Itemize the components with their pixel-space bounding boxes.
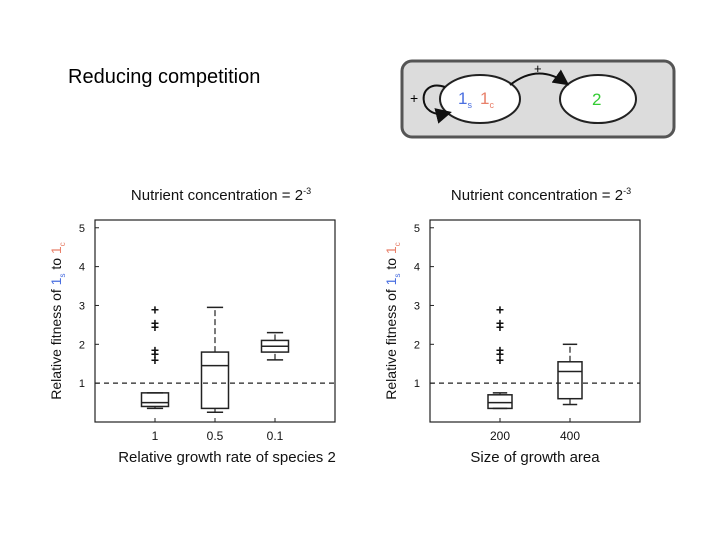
outlier-marker: +: [151, 301, 159, 317]
y-tick-label: 2: [414, 339, 420, 351]
outlier-marker: +: [151, 352, 159, 368]
x-axis-label: Relative growth rate of species 2: [118, 449, 336, 466]
y-label-1s-sub: s: [393, 274, 402, 278]
node-1-circle: [439, 74, 521, 124]
self-loop-sign: +: [410, 90, 418, 106]
box-200: ++++++: [487, 301, 513, 410]
chart-title-text: Nutrient concentration = 2: [451, 187, 623, 204]
outlier-marker: +: [151, 319, 159, 335]
y-tick-label: 3: [414, 300, 420, 312]
y-tick-label: 1: [414, 378, 420, 390]
chart-title: Nutrient concentration = 2-3: [451, 186, 631, 204]
plot-frame: [429, 219, 641, 423]
y-label-to: to: [383, 254, 399, 273]
x-axis-label: Size of growth area: [470, 449, 600, 466]
iqr-box: [557, 361, 583, 400]
y-tick-label: 1: [79, 378, 85, 390]
outlier-marker: +: [496, 346, 504, 362]
chart-title-text: Nutrient concentration = 2: [131, 187, 303, 204]
node-2-circle: [559, 74, 637, 124]
node-2-label: 2: [592, 90, 601, 109]
y-label-1c-sub: c: [58, 242, 67, 246]
outlier-marker: +: [151, 315, 159, 331]
outlier-marker: +: [496, 342, 504, 358]
y-label-1c: 1: [383, 246, 399, 254]
iqr-box: [487, 394, 513, 410]
node-1c-label: 1c: [480, 89, 494, 110]
y-label-1c: 1: [48, 246, 64, 254]
chart-title: Nutrient concentration = 2-3: [131, 186, 311, 204]
chart-relative-growth: Nutrient concentration = 2-312345++++++1…: [48, 186, 336, 466]
y-tick-label: 5: [79, 223, 85, 235]
y-tick-label: 2: [79, 339, 85, 351]
y-label-text: Relative fitness of: [383, 285, 399, 399]
outlier-marker: +: [496, 301, 504, 317]
competition-arrow: [509, 69, 570, 86]
arrow-sign: +: [534, 61, 542, 76]
outlier-marker: +: [496, 352, 504, 368]
interaction-diagram: + + 1s 1c 2: [400, 59, 676, 139]
node-1s-label: 1s: [458, 89, 472, 110]
box-0.1: [260, 331, 290, 361]
y-tick-label: 3: [79, 300, 85, 312]
y-label-1s: 1: [383, 277, 399, 285]
iqr-box: [140, 392, 170, 408]
x-tick-label: 0.1: [267, 429, 284, 443]
x-tick-label: 0.5: [207, 429, 224, 443]
y-label-to: to: [48, 254, 64, 273]
outlier-marker: +: [496, 319, 504, 335]
x-tick-label: 1: [152, 429, 159, 443]
y-axis-label: Relative fitness of 1s to 1c: [48, 242, 67, 399]
outlier-marker: +: [151, 346, 159, 362]
y-label-1s-sub: s: [58, 274, 67, 278]
y-tick-label: 5: [414, 223, 420, 235]
self-loop-arrow: [422, 84, 452, 124]
box-1: ++++++: [140, 301, 170, 410]
chart-growth-area: Nutrient concentration = 2-312345++++++2…: [383, 186, 641, 466]
y-tick-label: 4: [79, 262, 85, 274]
x-tick-label: 400: [560, 429, 580, 443]
y-tick-label: 4: [414, 262, 420, 274]
y-label-1s: 1: [48, 277, 64, 285]
y-axis-label: Relative fitness of 1s to 1c: [383, 242, 402, 399]
y-label-text: Relative fitness of: [48, 285, 64, 399]
box-0.5: [200, 306, 230, 414]
outlier-marker: +: [151, 342, 159, 358]
x-tick-label: 200: [490, 429, 510, 443]
chart-title-exponent: -3: [623, 186, 631, 196]
chart-title-exponent: -3: [303, 186, 311, 196]
slide-title: Reducing competition: [68, 66, 261, 88]
y-label-1c-sub: c: [393, 242, 402, 246]
iqr-box: [200, 351, 230, 410]
outlier-marker: +: [496, 315, 504, 331]
box-400: [557, 343, 583, 406]
